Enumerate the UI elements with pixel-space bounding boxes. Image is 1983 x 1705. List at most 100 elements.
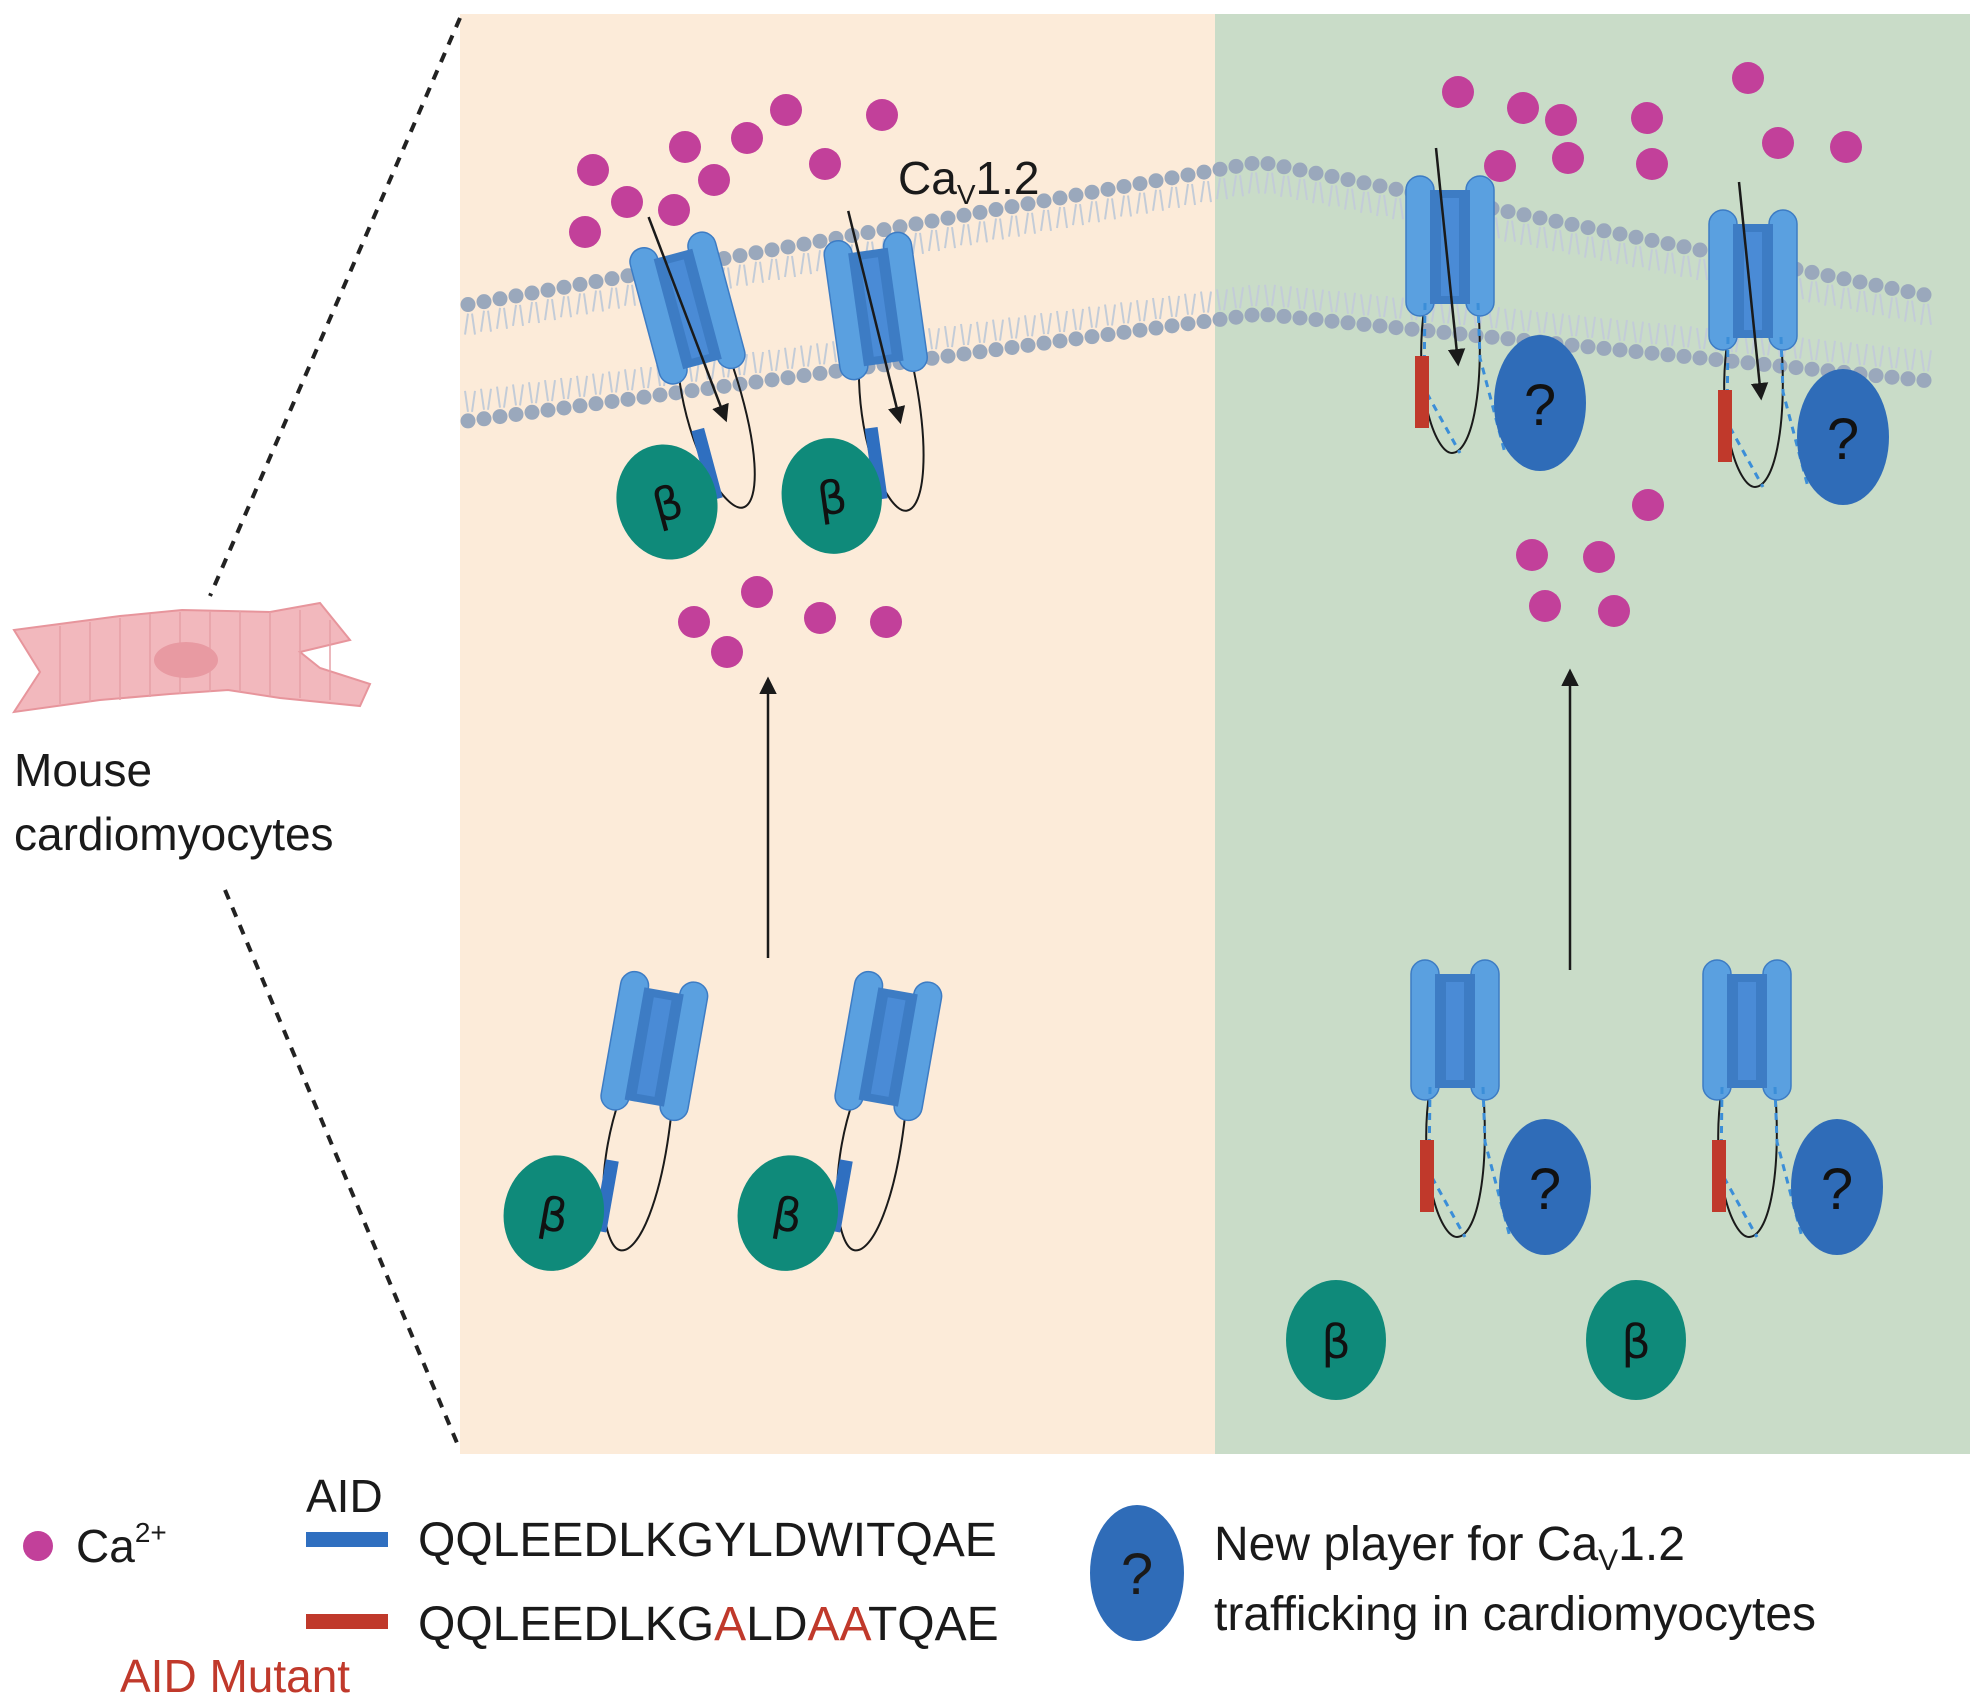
cav1-2-channel: β (737, 970, 943, 1271)
lipid-head (1436, 324, 1452, 340)
mutated-residue: AA (807, 1598, 871, 1651)
lipid-head (972, 344, 988, 360)
legend-unknown-line1-subscript: V (1598, 1544, 1618, 1577)
calcium-ion (804, 602, 836, 634)
lipid-head (1116, 324, 1132, 340)
lipid-head (1692, 350, 1708, 366)
channel-subunit (1762, 959, 1792, 1101)
lipid-head (604, 393, 620, 409)
calcium-ion (611, 186, 643, 218)
legend-unknown-line1-prefix: New player for Ca (1214, 1518, 1598, 1571)
lipid-head (1276, 308, 1292, 324)
lipid-head (812, 233, 828, 249)
sequence-segment: LD (746, 1598, 807, 1651)
aid-mutant-segment (1420, 1140, 1434, 1212)
beta-subunit (616, 444, 718, 560)
channel-name-label: CaV1.2 (898, 152, 1039, 210)
legend-calcium-label: Ca2+ (76, 1517, 167, 1572)
lipid-head (1132, 322, 1148, 338)
lipid-head (652, 387, 668, 403)
aid-segment (691, 427, 723, 501)
lipid-head (732, 248, 748, 264)
lipid-head (1596, 223, 1612, 239)
calcium-ion (1552, 142, 1584, 174)
legend-calcium-prefix: Ca (76, 1520, 135, 1572)
lipid-head (1164, 170, 1180, 186)
unknown-symbol: ? (1529, 1157, 1561, 1222)
calcium-ion (1762, 127, 1794, 159)
aid-mutant-segment (1718, 390, 1732, 462)
lipid-head (1676, 239, 1692, 255)
calcium-ion (1545, 104, 1577, 136)
lipid-head (1756, 356, 1772, 372)
unknown-protein (1494, 335, 1586, 471)
calcium-ion (866, 99, 898, 131)
lipid-head (604, 271, 620, 287)
channel-name-subscript: V (957, 179, 976, 210)
lipid-head (1020, 337, 1036, 353)
lipid-head (1388, 181, 1404, 197)
lipid-head (892, 219, 908, 235)
lipid-head (556, 279, 572, 295)
lipid-head (1148, 320, 1164, 336)
channel-name-prefix: Ca (898, 152, 957, 204)
calcium-influx-arrow (847, 210, 906, 425)
cardiomyocyte-icon (11, 601, 372, 714)
unknown-protein (1499, 1119, 1591, 1255)
calcium-ion (731, 122, 763, 154)
lipid-head (1372, 318, 1388, 334)
legend-aid-mutant-label: AID Mutant (120, 1650, 350, 1702)
lipid-head (1308, 165, 1324, 181)
calcium-influx-arrow (1434, 147, 1466, 367)
calcium-ion (1583, 541, 1615, 573)
channel-name-suffix: 1.2 (976, 152, 1040, 204)
calcium-ion (1632, 489, 1664, 521)
lipid-head (1500, 331, 1516, 347)
lipid-head (588, 396, 604, 412)
lipid-head (1308, 312, 1324, 328)
lipid-head (1916, 287, 1932, 303)
legend-unknown-line1: New player for CaV1.2 (1214, 1518, 1685, 1577)
lipid-head (1260, 156, 1276, 172)
lipid-head (1548, 213, 1564, 229)
legend-unknown-line1-suffix: 1.2 (1618, 1518, 1685, 1571)
channel-subunit (1410, 959, 1440, 1101)
lipid-head (1772, 358, 1788, 374)
aid-mutant-segment (1415, 356, 1429, 428)
lipid-head (1900, 284, 1916, 300)
lipid-head (556, 400, 572, 416)
lipid-head (1468, 328, 1484, 344)
lipid-head (780, 239, 796, 255)
beta-subunit (737, 1155, 839, 1271)
lipid-head (492, 409, 508, 425)
calcium-ion (1830, 131, 1862, 163)
lipid-head (1084, 329, 1100, 345)
lipid-head (1644, 232, 1660, 248)
lipid-head (748, 245, 764, 261)
unknown-protein (1791, 1119, 1883, 1255)
calcium-influx-arrow (647, 216, 729, 423)
channel-core (860, 257, 892, 357)
zoom-line-bottom (223, 889, 462, 1451)
lipid-head (972, 204, 988, 220)
channel-core (636, 997, 672, 1097)
legend-aid-mutant-swatch (306, 1614, 388, 1629)
lipid-head (716, 378, 732, 394)
calcium-ion (678, 606, 710, 638)
cav1-2-channel: β (503, 970, 709, 1271)
lipid-head (1196, 164, 1212, 180)
lipid-head (508, 288, 524, 304)
lipid-head (1644, 345, 1660, 361)
cav1-2-channel: ? (1708, 181, 1889, 505)
lipid-head (1100, 327, 1116, 343)
lipid-head (1580, 339, 1596, 355)
lipid-head (1356, 316, 1372, 332)
lipid-head (1324, 168, 1340, 184)
lipid-head (1564, 337, 1580, 353)
lipid-head (1660, 236, 1676, 252)
lipid-head (1340, 172, 1356, 188)
lipid-head (1564, 216, 1580, 232)
calcium-ion (1442, 76, 1474, 108)
lipid-head (1804, 264, 1820, 280)
